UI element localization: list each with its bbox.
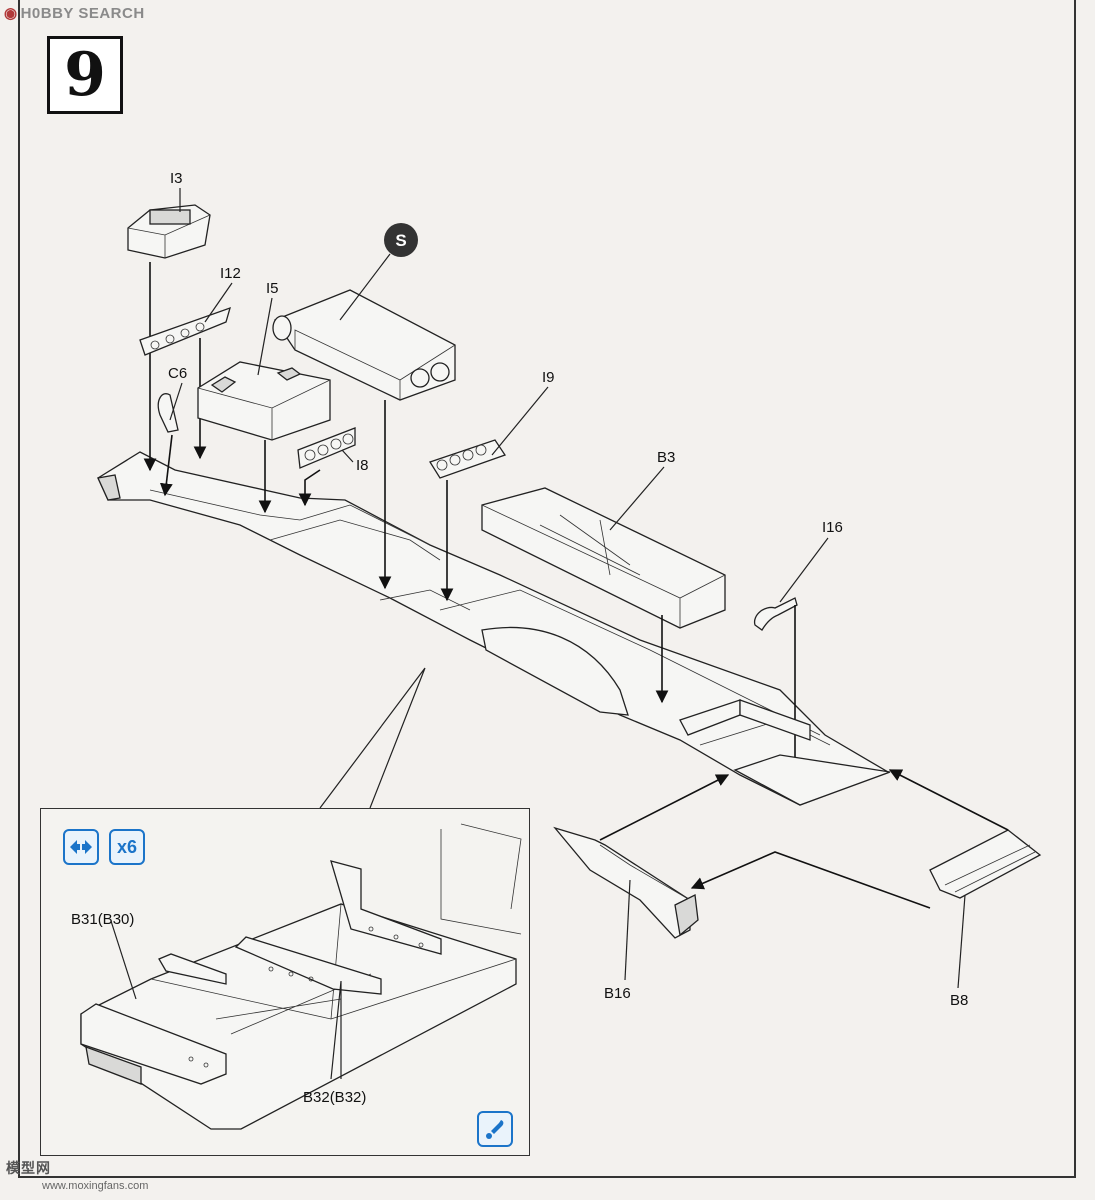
part-I8 <box>297 427 356 469</box>
part-I12 <box>139 306 231 356</box>
watermark-url: www.moxingfans.com <box>42 1180 149 1192</box>
watermark-logo: ◉ H0BBY SEARCH <box>4 4 145 23</box>
part-I9 <box>429 439 507 479</box>
page-frame <box>18 0 1076 1178</box>
paint-symbol: S <box>395 231 406 250</box>
label-C6: C6 <box>168 365 187 382</box>
label-I5: I5 <box>266 280 279 297</box>
mirror-arrows-icon <box>63 829 99 865</box>
inset-rivets <box>188 926 424 1068</box>
paint-circle-icon <box>384 223 418 257</box>
brand-logo-icon: ◉ <box>4 5 18 22</box>
rear-brackets <box>679 699 891 806</box>
part-I3 <box>127 204 211 259</box>
label-B8: B8 <box>950 992 968 1009</box>
part-S-box <box>272 289 456 401</box>
step-number-box: 9 <box>47 36 123 114</box>
inset-rail-B31 <box>80 1003 227 1085</box>
label-B3: B3 <box>657 449 675 466</box>
repeat-count: x6 <box>116 836 138 857</box>
part-I5 <box>197 361 331 441</box>
glue-brush-icon <box>477 1111 513 1147</box>
detail-inset: x6 B31(B30) B32(B32) <box>40 808 530 1156</box>
label-I3: I3 <box>170 170 183 187</box>
inset-floor <box>80 823 522 1130</box>
part-C6 <box>157 393 179 433</box>
step-number: 9 <box>64 40 106 110</box>
inset-bracket-B32 <box>158 860 442 995</box>
part-B8 <box>929 829 1042 899</box>
label-I16: I16 <box>822 519 843 536</box>
label-I9: I9 <box>542 369 555 386</box>
part-B3 <box>481 487 726 629</box>
label-I8: I8 <box>356 457 369 474</box>
watermark-brand-text: H0BBY SEARCH <box>20 4 145 22</box>
inset-drawing <box>80 823 522 1130</box>
label-I12: I12 <box>220 265 241 282</box>
floor-fender <box>481 626 629 716</box>
repeat-x6-icon: x6 <box>109 829 145 865</box>
part-I16 <box>753 597 798 631</box>
label-B16: B16 <box>604 985 631 1002</box>
watermark-bottom-text: 模型网 <box>6 1160 51 1176</box>
part-B16 <box>553 826 699 939</box>
